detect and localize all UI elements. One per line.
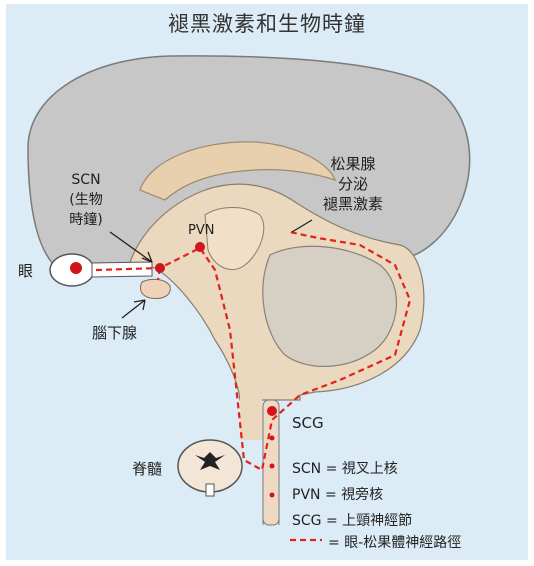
- spinal-cord-label: 脊髓: [132, 458, 162, 479]
- legend-text: 上頸神經節: [342, 513, 412, 529]
- pvn-label: PVN: [188, 223, 214, 238]
- scg-node: [267, 406, 277, 416]
- scg-label: SCG: [292, 414, 324, 432]
- pvn-node: [195, 242, 205, 252]
- legend-abbr: PVN: [292, 487, 321, 503]
- legend-sep: =: [326, 513, 338, 529]
- legend-item-scn: SCN = 視叉上核: [292, 458, 398, 478]
- pineal-line1: 松果腺: [308, 154, 398, 174]
- legend-abbr: SCG: [292, 513, 322, 529]
- legend-text: 視叉上核: [342, 461, 398, 477]
- brainstem-column: [240, 320, 262, 440]
- pituitary-arrow: [122, 300, 145, 318]
- scn-label: SCN (生物 時鐘): [58, 170, 114, 230]
- cerebellum: [263, 246, 397, 366]
- legend-item-pathway: = 眼-松果體神經路徑: [328, 532, 461, 552]
- pituitary-label: 腦下腺: [92, 322, 137, 343]
- legend-abbr: SCN: [292, 461, 321, 477]
- scn-desc-line2: 時鐘): [58, 210, 114, 230]
- legend-text: 視旁核: [341, 487, 383, 503]
- legend-item-pvn: PVN = 視旁核: [292, 484, 383, 504]
- pituitary-gland: [140, 279, 170, 298]
- pineal-label: 松果腺 分泌 褪黑激素: [308, 154, 398, 214]
- pineal-line2: 分泌: [308, 174, 398, 194]
- legend-text: 眼-松果體神經路徑: [344, 535, 461, 551]
- scn-node: [155, 263, 165, 273]
- legend-sep: =: [325, 487, 337, 503]
- pineal-line3: 褪黑激素: [308, 194, 398, 214]
- legend-item-scg: SCG = 上頸神經節: [292, 510, 412, 530]
- legend-sep: =: [326, 461, 338, 477]
- scn-abbr: SCN: [58, 170, 114, 190]
- scn-desc-line1: (生物: [58, 190, 114, 210]
- legend-sep: =: [328, 535, 340, 551]
- eye-label: 眼: [18, 260, 33, 281]
